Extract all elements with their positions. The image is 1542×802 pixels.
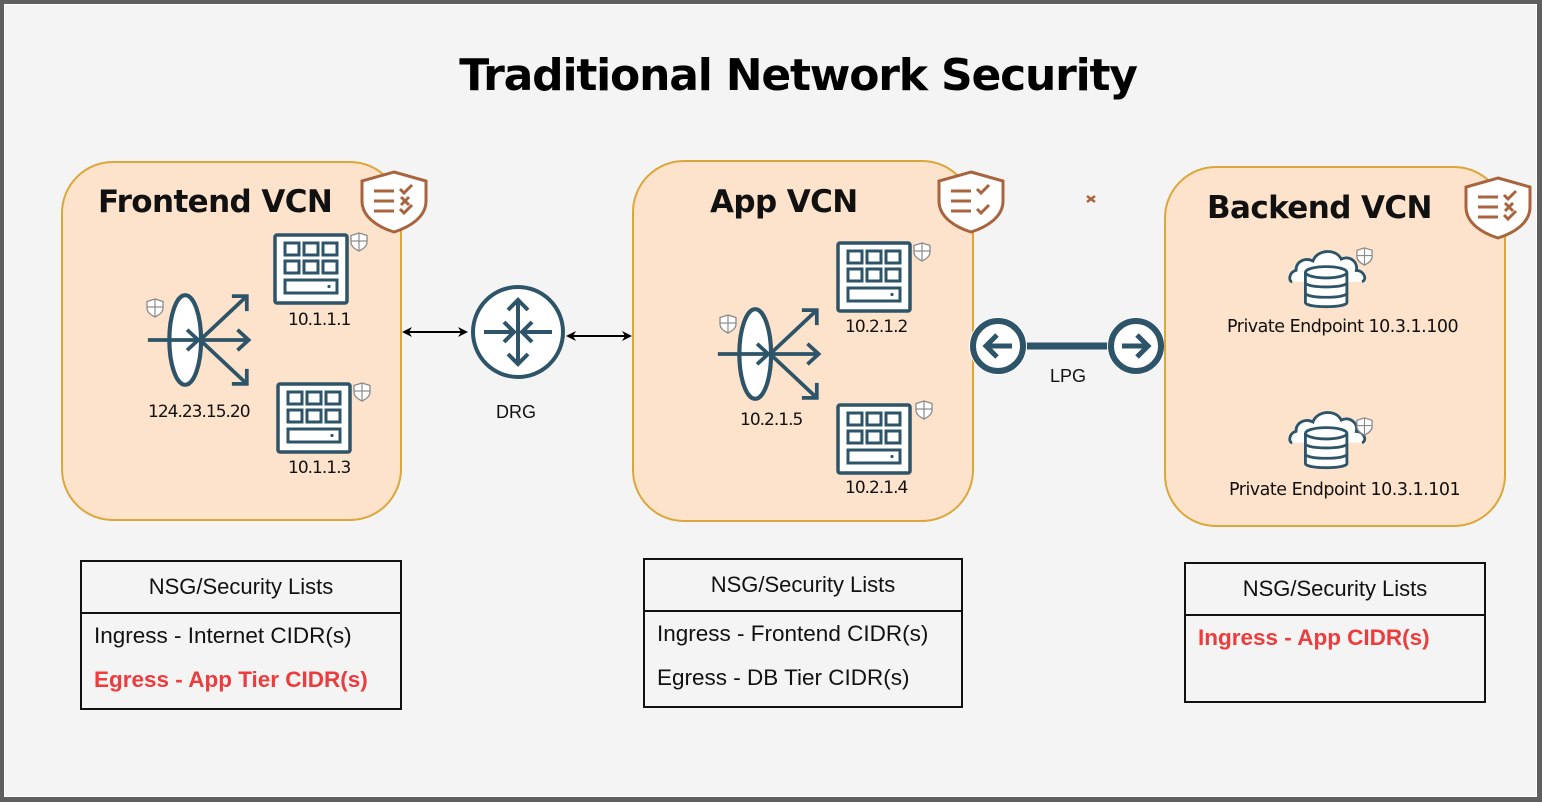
load-balancer-ip: 124.23.15.20 xyxy=(148,402,251,422)
instance-ip: 10.2.1.2 xyxy=(845,317,908,337)
mini-shield-icon xyxy=(1355,247,1374,266)
cloud-database-icon[interactable] xyxy=(1286,405,1372,471)
backend-vcn-title: Backend VCN xyxy=(1207,190,1432,226)
load-balancer-ip: 10.2.1.5 xyxy=(740,410,803,430)
instance-ip: 10.1.1.1 xyxy=(288,310,351,330)
security-list-shield-icon xyxy=(935,169,1007,235)
peering-gateway-icon[interactable] xyxy=(964,316,1170,380)
nsg-rule: Ingress - Frontend CIDR(s) xyxy=(657,621,929,646)
nsg-table-backend: NSG/Security Lists Ingress - App CIDR(s) xyxy=(1184,562,1486,703)
router-icon[interactable] xyxy=(470,284,566,380)
security-list-shield-icon xyxy=(358,169,430,235)
mini-shield-icon xyxy=(718,314,738,334)
nsg-rule-highlighted: Ingress - App CIDR(s) xyxy=(1198,625,1430,650)
app-vcn xyxy=(632,160,974,522)
security-list-shield-icon xyxy=(1462,175,1534,241)
mini-shield-icon xyxy=(1355,417,1374,436)
mini-shield-icon xyxy=(145,298,165,318)
mini-shield-icon xyxy=(912,242,932,262)
compute-instance-icon[interactable] xyxy=(836,241,912,313)
nsg-header: NSG/Security Lists xyxy=(82,562,400,614)
frontend-vcn-title: Frontend VCN xyxy=(98,184,333,220)
app-vcn-title: App VCN xyxy=(710,184,858,220)
compute-instance-icon[interactable] xyxy=(276,382,352,454)
nsg-table-app: NSG/Security Lists Ingress - Frontend CI… xyxy=(643,558,963,708)
mini-shield-icon xyxy=(914,400,934,420)
compute-instance-icon[interactable] xyxy=(836,403,912,475)
nsg-table-frontend: NSG/Security Lists Ingress - Internet CI… xyxy=(80,560,402,710)
close-mark-icon xyxy=(1086,195,1096,203)
diagram-title: Traditional Network Security xyxy=(459,50,1138,101)
connector-drg-app xyxy=(566,331,632,341)
nsg-header: NSG/Security Lists xyxy=(1186,564,1484,616)
instance-ip: 10.2.1.4 xyxy=(845,478,908,498)
nsg-rule: Ingress - Internet CIDR(s) xyxy=(94,623,352,648)
mini-shield-icon xyxy=(349,232,369,252)
nsg-rule: Egress - DB Tier CIDR(s) xyxy=(657,665,910,690)
instance-ip: 10.1.1.3 xyxy=(288,458,351,478)
drg-label: DRG xyxy=(496,402,536,422)
compute-instance-icon[interactable] xyxy=(273,233,349,305)
mini-shield-icon xyxy=(352,382,372,402)
lpg-label: LPG xyxy=(1050,366,1087,386)
nsg-rule-highlighted: Egress - App Tier CIDR(s) xyxy=(94,667,368,692)
private-endpoint-label: Private Endpoint 10.3.1.100 xyxy=(1227,317,1459,337)
nsg-header: NSG/Security Lists xyxy=(645,560,961,612)
private-endpoint-label: Private Endpoint 10.3.1.101 xyxy=(1229,480,1461,500)
connector-frontend-drg xyxy=(402,327,468,337)
